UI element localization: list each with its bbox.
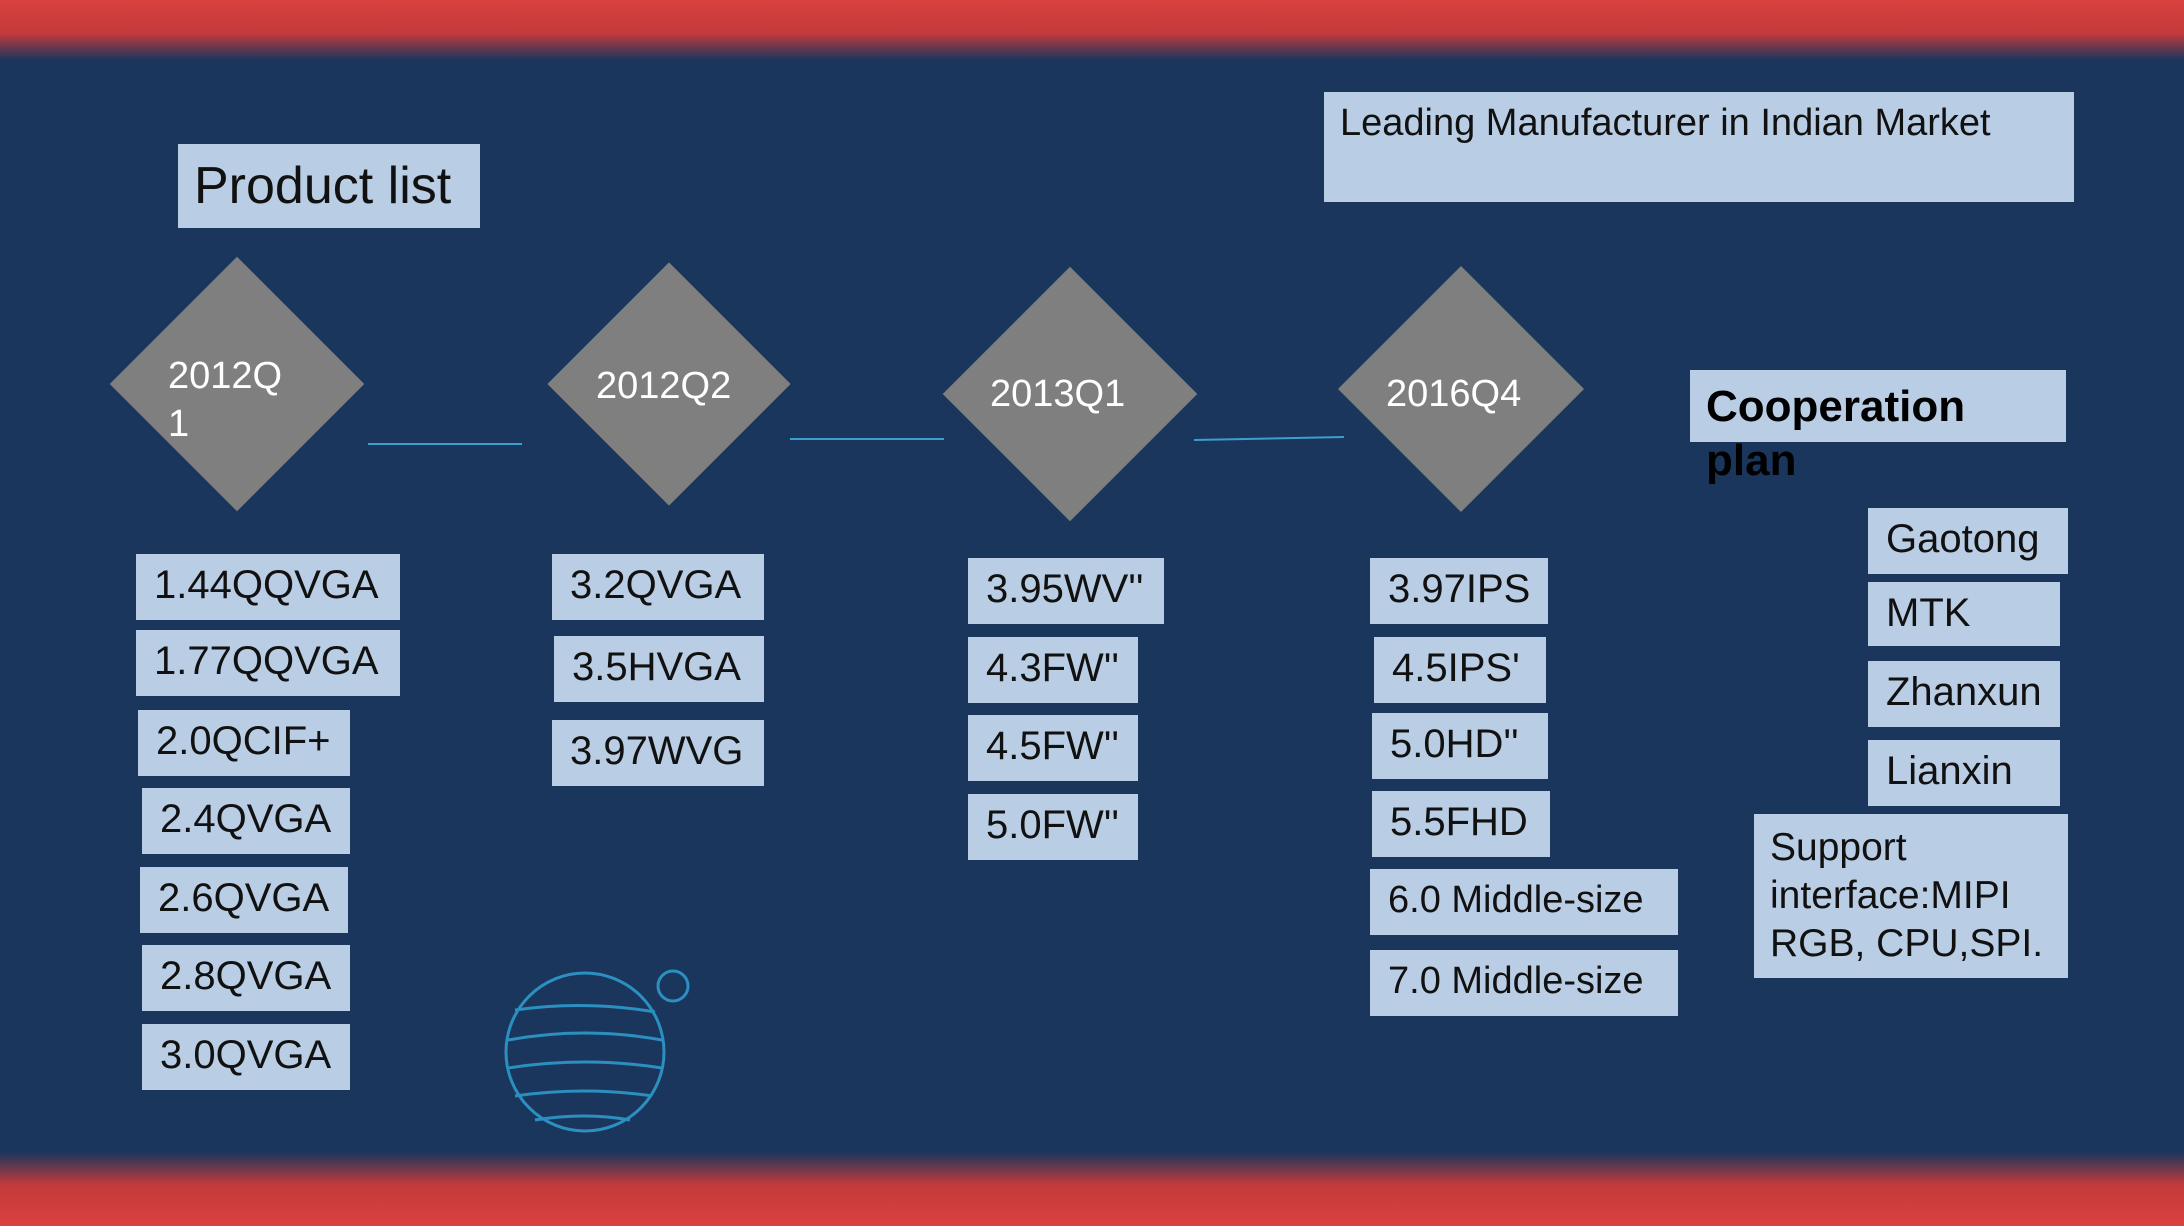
product-item: 3.95WV'' <box>968 558 1164 624</box>
globe-logo-icon <box>504 969 690 1133</box>
milestone-label-2012q1: 2012Q 1 <box>168 355 283 445</box>
milestone-label-2016q4: 2016Q4 <box>1386 373 1522 415</box>
product-item: 3.97IPS <box>1370 558 1548 624</box>
partner-item: Gaotong <box>1868 508 2068 574</box>
product-item: 3.0QVGA <box>142 1024 350 1090</box>
milestone-label-2012q2: 2012Q2 <box>596 365 732 407</box>
bottom-red-band <box>0 1152 2184 1226</box>
product-item: 2.6QVGA <box>140 867 348 933</box>
partner-item: Lianxin <box>1868 740 2060 806</box>
product-item: 3.97WVG <box>552 720 764 786</box>
product-item: 5.0FW'' <box>968 794 1138 860</box>
connector-line <box>1193 436 1345 441</box>
partner-item: MTK <box>1868 582 2060 646</box>
product-item: 2.0QCIF+ <box>138 710 350 776</box>
product-item: 4.5IPS' <box>1374 637 1546 703</box>
page-title: Product list <box>178 144 480 228</box>
product-item: 1.44QQVGA <box>136 554 400 620</box>
support-interface-box: Support interface:MIPI RGB, CPU,SPI. <box>1754 814 2068 978</box>
product-item: 2.4QVGA <box>142 788 350 854</box>
milestone-label-2013q1: 2013Q1 <box>990 373 1126 415</box>
product-item: 6.0 Middle-size <box>1370 869 1678 935</box>
product-item: 4.3FW'' <box>968 637 1138 703</box>
cooperation-plan-title: Cooperation plan <box>1690 370 2066 485</box>
product-item: 2.8QVGA <box>142 945 350 1011</box>
product-item: 5.5FHD <box>1372 791 1550 857</box>
top-red-band <box>0 0 2184 60</box>
product-item: 4.5FW'' <box>968 715 1138 781</box>
partner-item: Zhanxun <box>1868 661 2060 727</box>
product-item: 3.5HVGA <box>554 636 764 702</box>
product-item: 7.0 Middle-size <box>1370 950 1678 1016</box>
headline-box: Leading Manufacturer in Indian Market <box>1324 92 2074 202</box>
product-item: 5.0HD'' <box>1372 713 1548 779</box>
product-item: 3.2QVGA <box>552 554 764 620</box>
product-item: 1.77QQVGA <box>136 630 400 696</box>
